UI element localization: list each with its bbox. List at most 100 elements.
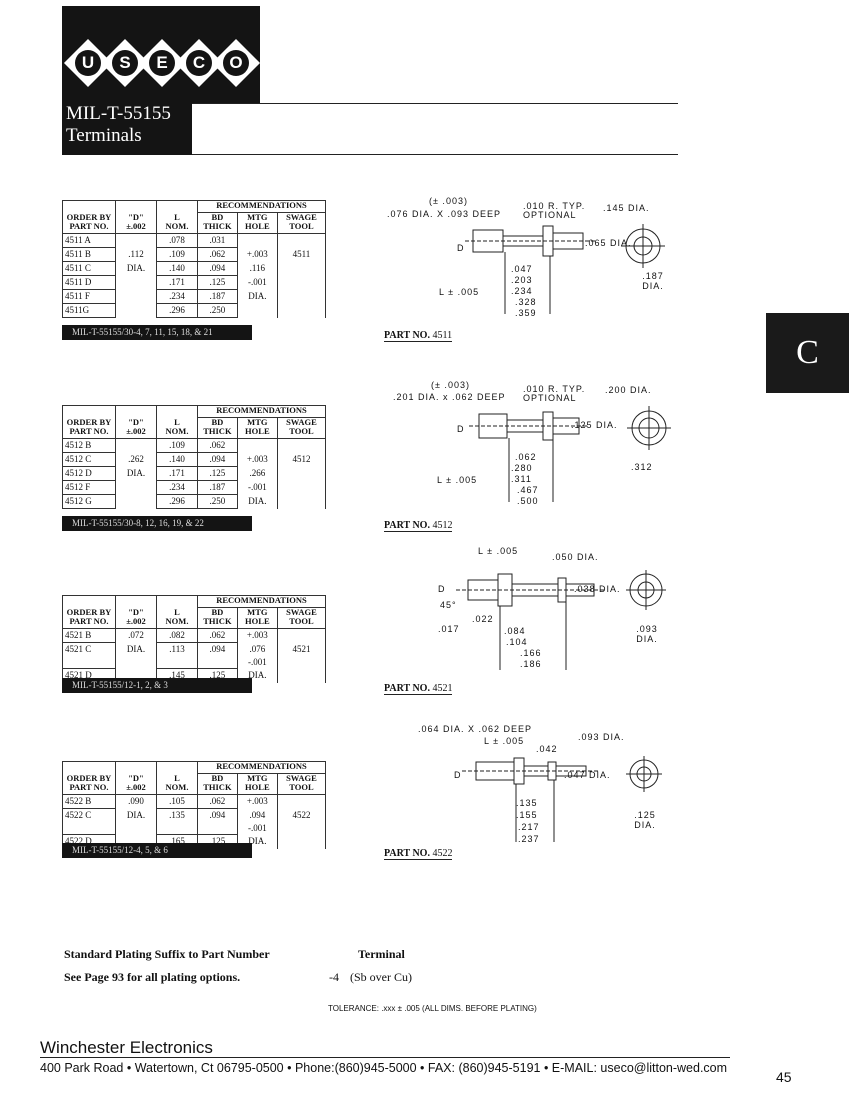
- cavity-label: .076 DIA. X .093 DEEP: [387, 209, 502, 219]
- cell-mtg: DIA.: [236, 289, 278, 304]
- cell-mtg: +.003: [236, 628, 278, 643]
- spec-bar: MIL-T-55155/12-1, 2, & 3: [62, 678, 252, 693]
- cell-mtg: [236, 233, 278, 248]
- cell-bd: .062: [197, 247, 238, 262]
- head-dia-label: .200 DIA.: [605, 385, 652, 395]
- drawing-4522: .064 DIA. X .062 DEEP L ± .005 .042 .093…: [418, 724, 678, 849]
- cell-part: 4521 B: [62, 628, 116, 643]
- cell-mtg: .076 -.001: [236, 642, 278, 669]
- title-line-2: Terminals: [66, 125, 142, 146]
- cell-l: .109: [156, 247, 198, 262]
- cell-part: 4512 G: [62, 494, 116, 509]
- part-label-text: PART NO.: [384, 520, 430, 531]
- logo-letter: C: [186, 50, 212, 76]
- cell-part: 4511 C: [62, 261, 116, 276]
- cell-l: .135: [156, 808, 198, 835]
- l-label: L: [174, 773, 180, 783]
- tol-label: (± .003): [431, 380, 470, 390]
- col-mtg: MTG HOLE: [236, 773, 278, 795]
- l-label: L ± .005: [478, 546, 519, 556]
- col-recommendations: RECOMMENDATIONS: [197, 405, 326, 418]
- chamfer-label: .017: [438, 624, 460, 634]
- dim-value: .135: [516, 798, 538, 808]
- cell-l: .296: [156, 494, 198, 509]
- cell-l: .234: [156, 289, 198, 304]
- drawing-4512: (± .003) .201 DIA. x .062 DEEP .010 R. T…: [393, 380, 693, 510]
- d-label: D: [457, 424, 465, 434]
- footer-address: 400 Park Road • Watertown, Ct 06795-0500…: [40, 1061, 728, 1075]
- dim-value: .155: [516, 810, 538, 820]
- dim-value: .234: [511, 286, 533, 296]
- optional-label: OPTIONAL: [523, 393, 577, 403]
- col-bd: BD THICK: [197, 773, 238, 795]
- cell-bd: .125: [197, 275, 238, 290]
- tip-label: .022: [472, 614, 494, 624]
- plating-terminal-label: Terminal: [358, 947, 405, 961]
- cell-swage: [276, 289, 327, 304]
- l-label: L: [174, 212, 180, 222]
- cell-bd: .031: [197, 233, 238, 248]
- d-label: D: [438, 584, 446, 594]
- cell-swage: [276, 494, 327, 509]
- cell-bd: .094: [197, 261, 238, 276]
- part-label-4512: PART NO. 4512: [384, 520, 453, 532]
- drawing-4521: L ± .005 .050 DIA. .038 DIA. .093 DIA. D…: [436, 546, 686, 676]
- cell-mtg: +.003: [236, 452, 278, 467]
- tolerance-note: TOLERANCE: .xxx ± .005 (ALL DIMS. BEFORE…: [328, 1004, 537, 1013]
- terminal-outline-4512: [469, 406, 671, 502]
- d-tol: ±.002: [126, 221, 146, 231]
- cell-part: 4512 C: [62, 452, 116, 467]
- cell-part: 4522 B: [62, 794, 116, 809]
- col-order: ORDER BY PART NO.: [62, 405, 116, 439]
- part-number: 4521: [432, 683, 453, 694]
- table-row: 4511G.296.250: [62, 303, 327, 318]
- flange-dia-label: .312: [631, 462, 653, 472]
- cell-d: .262: [115, 452, 157, 467]
- table-row: 4512 F.234.187-.001: [62, 480, 327, 495]
- dim-value: .237: [518, 834, 540, 844]
- cell-d: .072: [115, 628, 157, 643]
- dim-value: .217: [518, 822, 540, 832]
- cell-bd: .187: [197, 289, 238, 304]
- cell-swage: [276, 233, 327, 248]
- dim-value: .047: [511, 264, 533, 274]
- table-row: 4511 A .078.031: [62, 233, 327, 248]
- col-d: "D"±.002: [115, 595, 157, 629]
- cell-swage: [276, 303, 327, 318]
- cell-l: .234: [156, 480, 198, 495]
- radius-label: .010 R. TYP.: [523, 384, 586, 394]
- cell-part: 4511 B: [62, 247, 116, 262]
- cell-bd: .250: [197, 303, 238, 318]
- cell-part: 4511G: [62, 303, 116, 318]
- cell-l: .078: [156, 233, 198, 248]
- logo-letter: S: [112, 50, 138, 76]
- cell-swage: [276, 628, 327, 643]
- dim-value: .328: [515, 297, 537, 307]
- cell-mtg: -.001: [236, 275, 278, 290]
- l-label: L: [174, 607, 180, 617]
- dim-value: .186: [520, 659, 542, 669]
- l-nom: NOM.: [165, 221, 189, 231]
- col-mtg: MTG HOLE: [236, 607, 278, 629]
- part-label-4522: PART NO. 4522: [384, 848, 453, 860]
- cell-bd: .125: [197, 466, 238, 481]
- d-label: "D": [128, 212, 144, 222]
- dim-value: .203: [511, 275, 533, 285]
- shank-dia-label: .125 DIA.: [571, 420, 618, 430]
- cell-part: 4512 D: [62, 466, 116, 481]
- title-line-1: MIL-T-55155: [66, 103, 171, 124]
- col-order: ORDER BY PART NO.: [62, 595, 116, 629]
- cell-part: 4511 A: [62, 233, 116, 248]
- d-label: "D": [128, 417, 144, 427]
- table-row: 4522 B.090.105.062+.003: [62, 794, 327, 809]
